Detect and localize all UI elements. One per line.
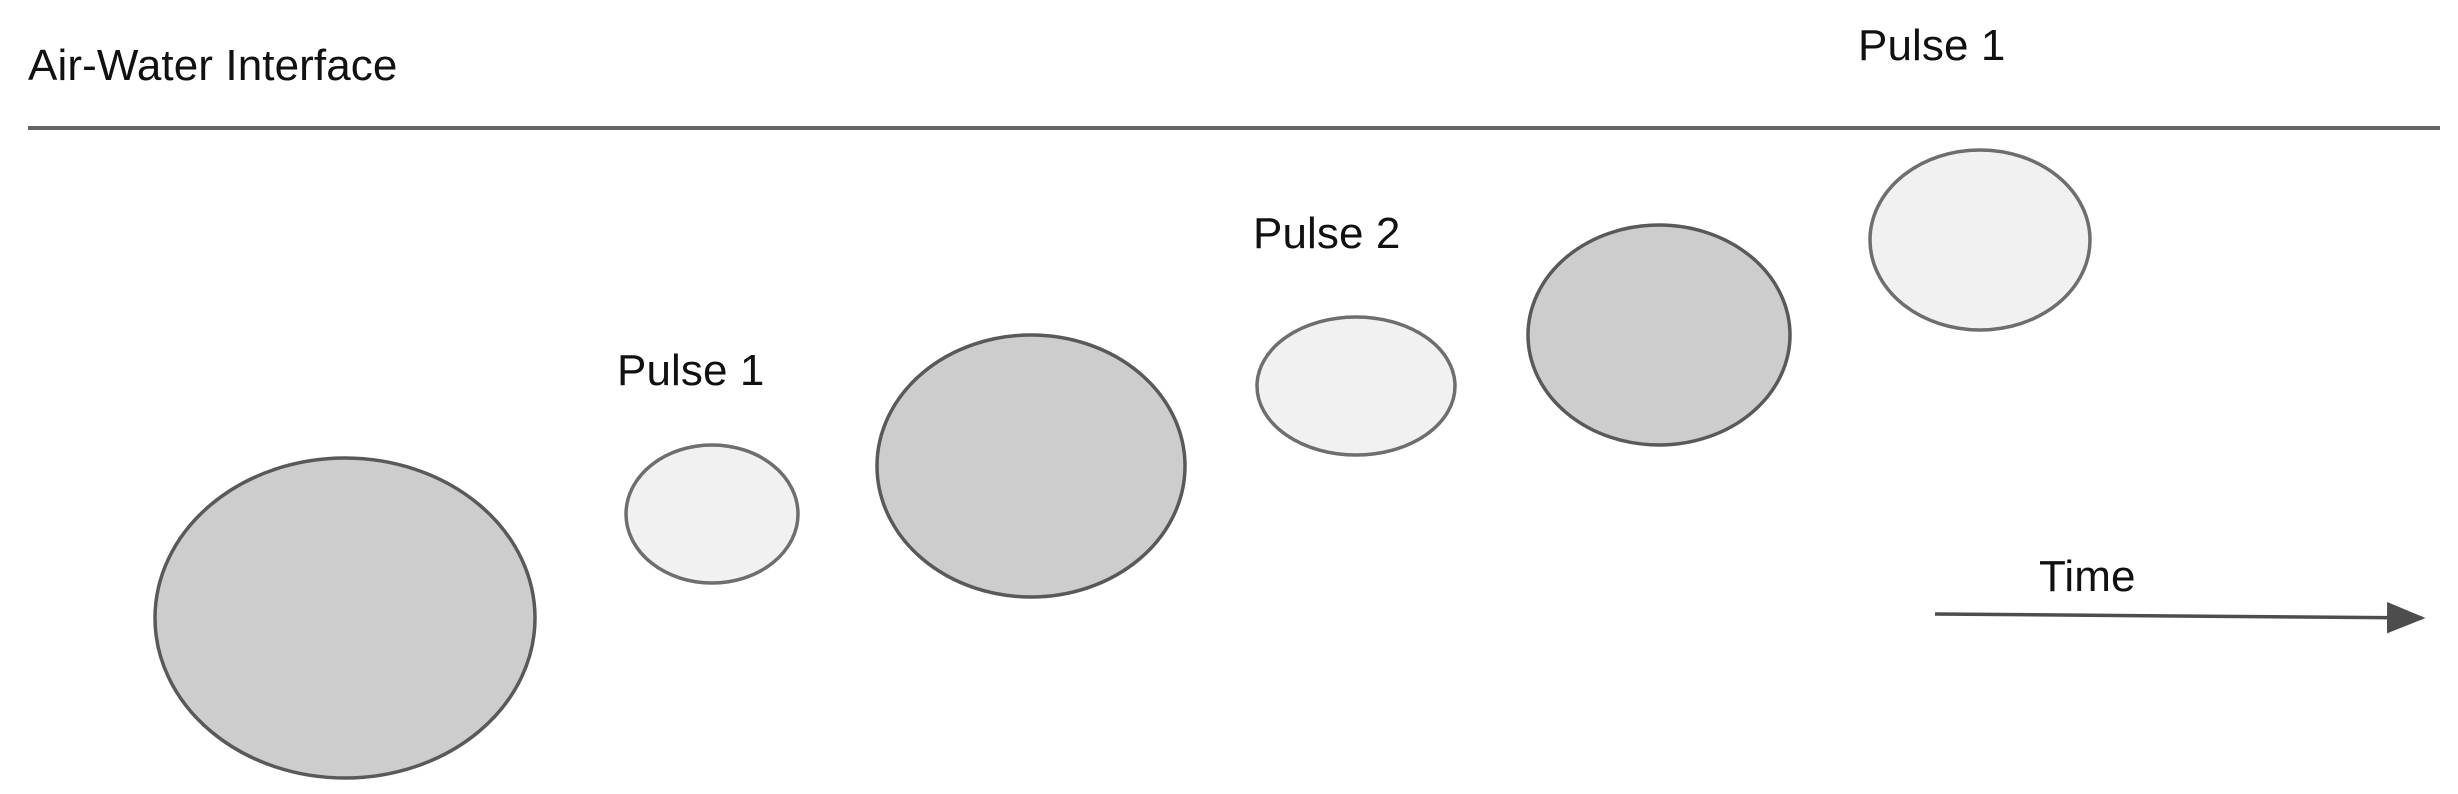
bubble-small-3-pulse-1 (1868, 148, 2092, 332)
bubble-large-3 (1526, 223, 1792, 447)
time-arrow (1934, 601, 2426, 634)
air-water-interface-label: Air-Water Interface (28, 41, 398, 90)
pulse-2-label: Pulse 2 (1253, 209, 1401, 258)
pulse-1-label-left: Pulse 1 (617, 346, 765, 395)
bubble-small-1-pulse-1 (624, 443, 800, 585)
time-axis-label: Time (2039, 552, 2136, 601)
bubble-large-1 (153, 456, 537, 780)
bubble-small-2-pulse-2 (1255, 315, 1457, 457)
pulse-1-label-right: Pulse 1 (1858, 21, 2006, 70)
bubble-large-2 (875, 333, 1187, 599)
